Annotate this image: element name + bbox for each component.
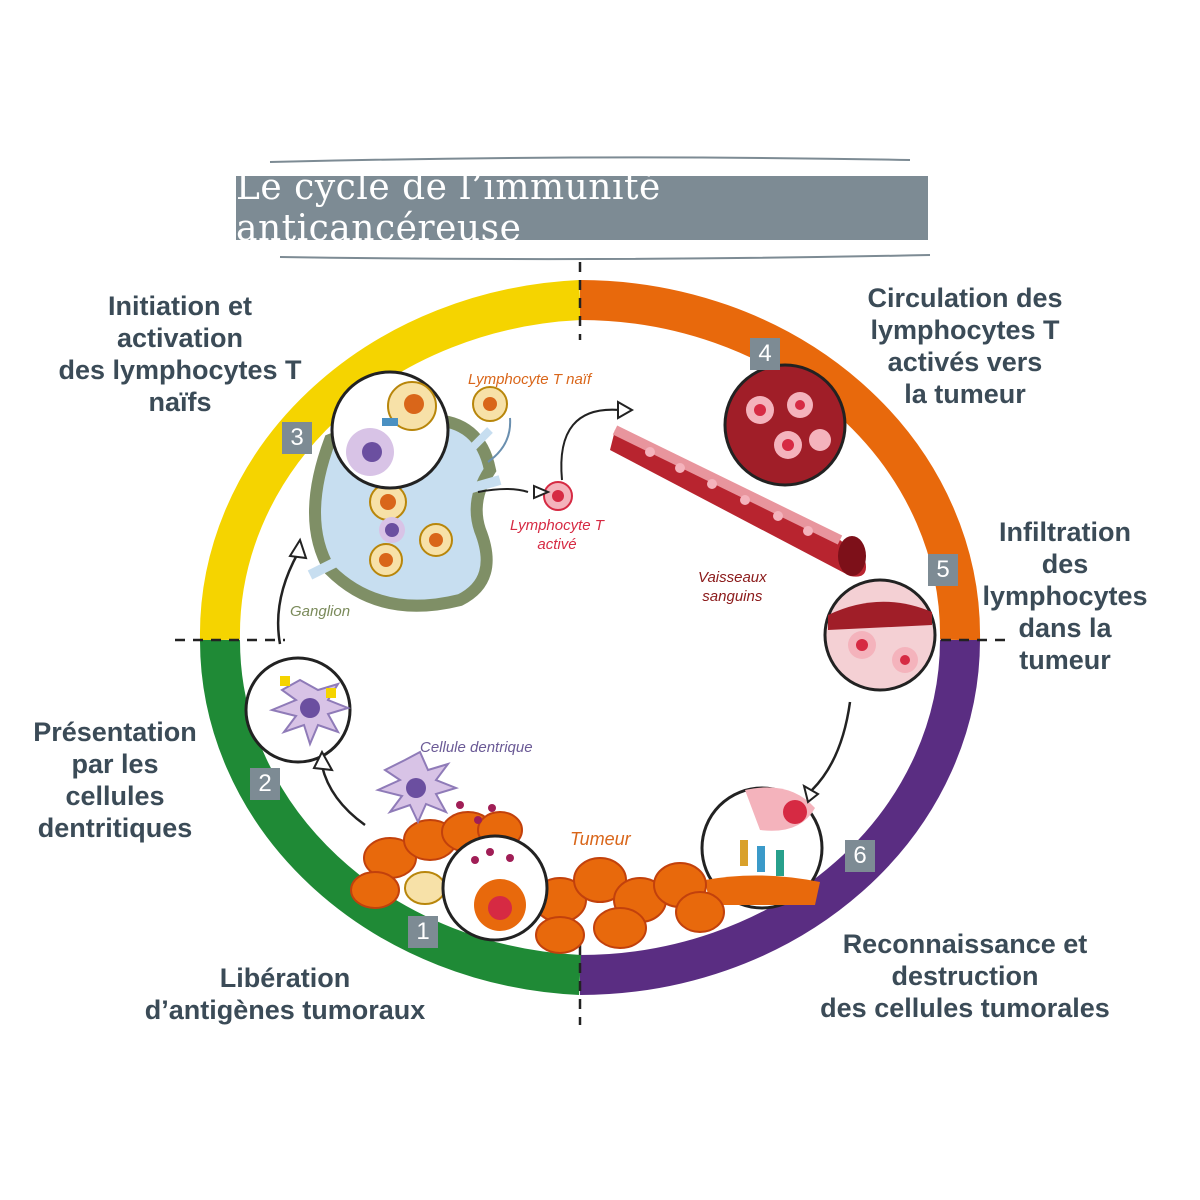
dashed-dividers bbox=[175, 262, 1010, 1025]
ganglion-label: Ganglion bbox=[290, 603, 351, 620]
blood-vessel-illustration bbox=[610, 425, 866, 577]
step-3-label: Initiation et activation des lymphocytes… bbox=[58, 291, 302, 417]
zoom-circle-step1 bbox=[441, 834, 549, 942]
naive-lymphocyte-label: Lymphocyte T naïf bbox=[468, 371, 592, 388]
dendritic-cell bbox=[374, 750, 496, 825]
active-lymphocyte-cell bbox=[477, 408, 621, 511]
arrow-step1-to-2 bbox=[320, 765, 366, 827]
step-1-badge: 1 bbox=[408, 916, 438, 948]
zoom-circle-step3 bbox=[330, 370, 450, 490]
tumor-label: Tumeur bbox=[570, 829, 631, 849]
step-4-badge: 4 bbox=[750, 338, 780, 370]
step-3-badge: 3 bbox=[282, 422, 312, 454]
dendritic-cell-label: Cellule dentrique bbox=[420, 739, 533, 756]
arrow-step2-to-3 bbox=[276, 552, 300, 645]
title-banner bbox=[236, 156, 931, 261]
step-6-badge: 6 bbox=[845, 840, 875, 872]
step-6-label: Reconnaissance et destruction des cellul… bbox=[820, 929, 1110, 1023]
ring-segment-purple bbox=[579, 639, 980, 995]
step-5-label: Infiltration des lymphocytes dans la tum… bbox=[982, 517, 1148, 675]
zoom-circle-step6 bbox=[700, 786, 824, 910]
arrow-step5-to-6 bbox=[811, 701, 852, 791]
ring-segment-green bbox=[199, 639, 581, 995]
step-5-badge: 5 bbox=[928, 554, 958, 586]
naive-lymphocyte-cell bbox=[472, 386, 512, 463]
step-1-label: Libération d’antigènes tumoraux bbox=[144, 963, 426, 1025]
tumor-mass bbox=[350, 811, 725, 954]
active-lymphocyte-label: Lymphocyte T activé bbox=[510, 517, 604, 553]
ring-segment-yellow bbox=[199, 280, 581, 641]
vessels-label: Vaisseaux sanguins bbox=[698, 569, 767, 605]
flow-arrows bbox=[276, 552, 852, 827]
zoom-circle-step4 bbox=[723, 363, 847, 487]
step-2-badge: 2 bbox=[250, 768, 280, 800]
zoom-circle-step2 bbox=[244, 656, 352, 764]
step-4-label: Circulation des lymphocytes T activés ve… bbox=[867, 283, 1063, 409]
arrowheads bbox=[288, 400, 820, 804]
step-2-label: Présentation par les cellules dentritiqu… bbox=[33, 717, 197, 843]
zoom-circle-step5 bbox=[823, 578, 937, 692]
page-title: Le cycle de l’immunité anticancéreuse bbox=[236, 167, 661, 249]
